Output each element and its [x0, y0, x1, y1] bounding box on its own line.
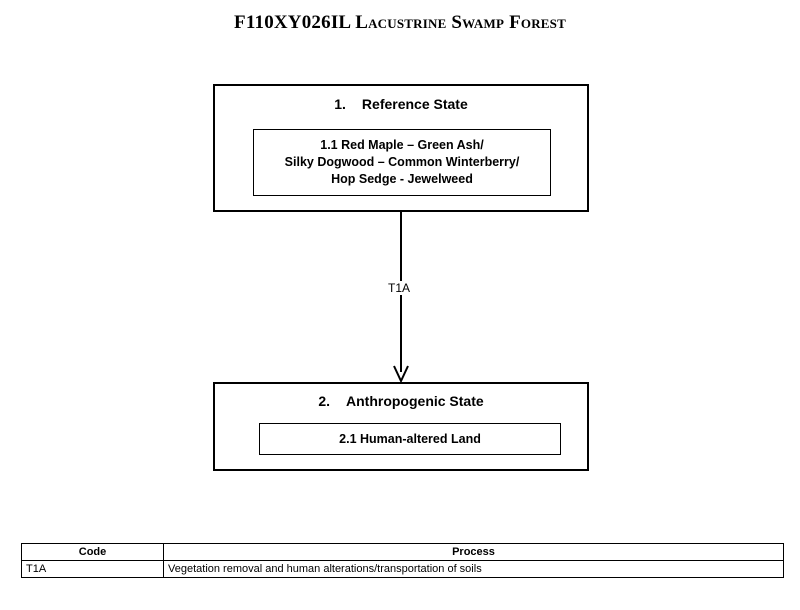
phase-line: Silky Dogwood – Common Winterberry/	[284, 155, 520, 169]
ecosite-code: F110XY026IL	[234, 12, 351, 33]
ecosite-name: Lacustrine Swamp Forest	[355, 12, 566, 33]
table-row: T1A Vegetation removal and human alterat…	[21, 560, 784, 578]
phase-box-2-1: 2.1 Human-altered Land	[259, 423, 561, 455]
arrow-head	[393, 365, 409, 384]
column-header-code: Code	[21, 543, 164, 561]
column-header-process: Process	[163, 543, 784, 561]
state-title: 1. Reference State	[215, 96, 587, 112]
transition-label: T1A	[386, 281, 413, 295]
state-box-reference: 1. Reference State 1.1 Red Maple – Green …	[213, 84, 589, 212]
diagram-title: F110XY026IL Lacustrine Swamp Forest	[0, 12, 800, 34]
cell-code: T1A	[21, 560, 164, 578]
state-box-anthropogenic: 2. Anthropogenic State 2.1 Human-altered …	[213, 382, 589, 471]
phase-line: 2.1 Human-altered Land	[339, 431, 481, 446]
state-number: 2.	[318, 393, 330, 409]
phase-line: 1.1 Red Maple – Green Ash/	[320, 138, 484, 152]
state-title: 2. Anthropogenic State	[215, 393, 587, 409]
state-number: 1.	[334, 96, 346, 112]
transition-legend-table: Code Process T1A Vegetation removal and …	[21, 543, 784, 578]
state-name: Reference State	[361, 96, 468, 112]
phase-line: Hop Sedge - Jewelweed	[331, 172, 473, 186]
state-name: Anthropogenic State	[346, 393, 484, 409]
cell-process: Vegetation removal and human alterations…	[163, 560, 784, 578]
phase-box-1-1: 1.1 Red Maple – Green Ash/ Silky Dogwood…	[253, 129, 551, 196]
table-header-row: Code Process	[21, 543, 784, 561]
